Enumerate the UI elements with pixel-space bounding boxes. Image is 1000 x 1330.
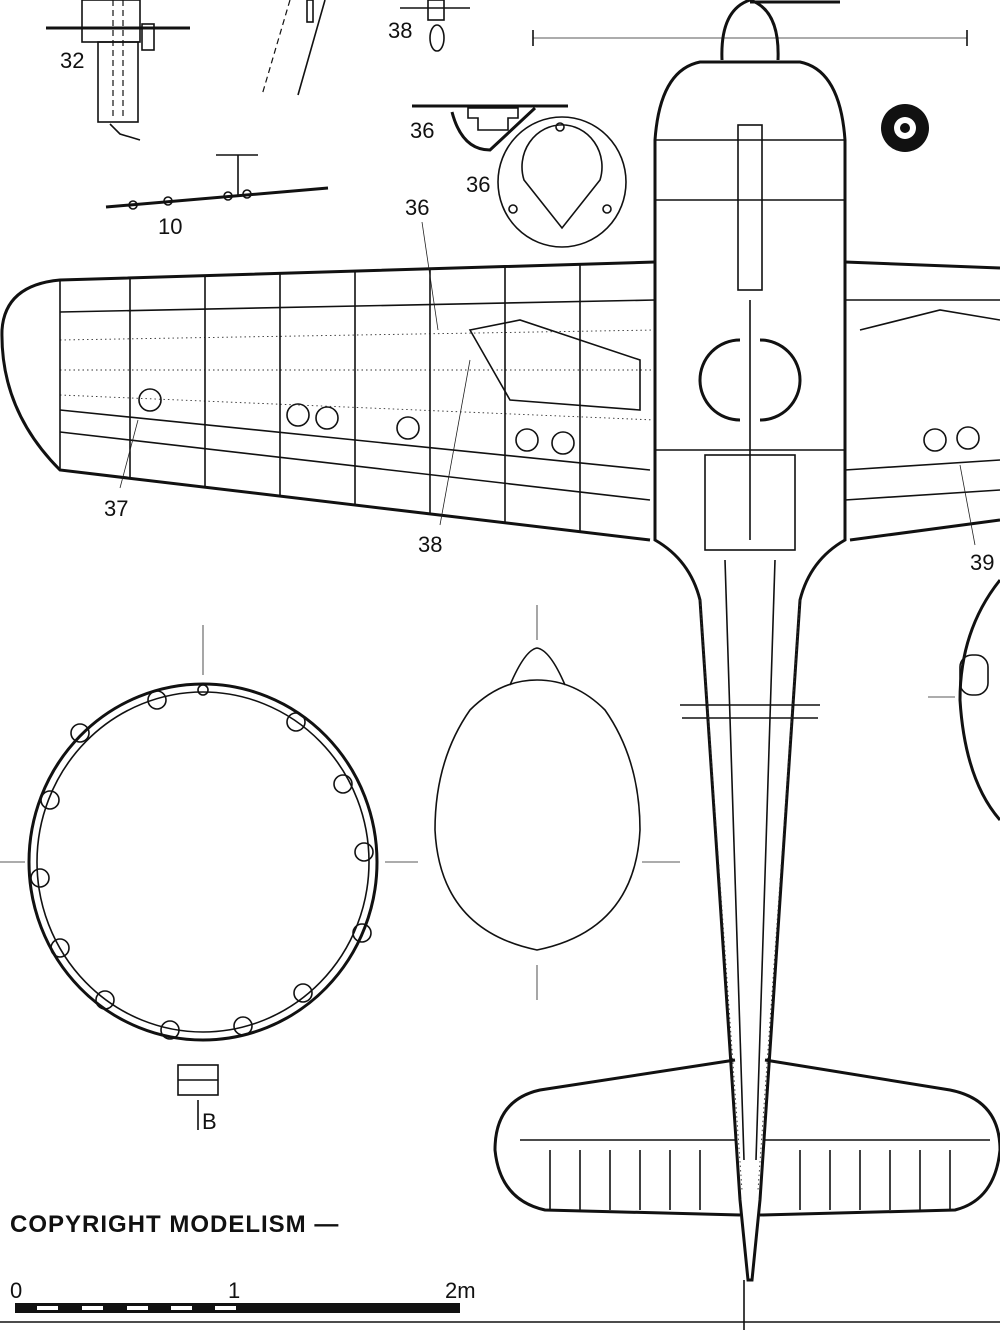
scale-label-2m: 2m	[445, 1278, 476, 1303]
detail-32-drawing	[46, 0, 190, 141]
label-section-b: B	[202, 1109, 217, 1134]
detail-26-drawing	[261, 0, 326, 96]
left-wing	[0, 260, 656, 542]
tailplanes	[493, 1058, 1000, 1330]
copyright-text: COPYRIGHT MODELISM —	[10, 1211, 339, 1238]
teardrop-section	[434, 605, 680, 1000]
callout-36: 36	[405, 195, 429, 220]
label-10: 10	[158, 214, 182, 239]
callout-38: 38	[418, 532, 442, 557]
detail-36-drawing	[412, 104, 627, 248]
label-36-b: 36	[466, 172, 490, 197]
right-wing	[844, 260, 1000, 542]
label-32: 32	[60, 48, 84, 73]
callout-37: 37	[104, 496, 128, 521]
circular-section	[0, 625, 418, 1130]
scale-label-0: 0	[10, 1278, 22, 1303]
scale-bar	[0, 1303, 1000, 1323]
callout-39: 39	[970, 550, 994, 575]
label-38-top: 38	[388, 18, 412, 43]
nut-detail	[881, 104, 929, 152]
fuselage	[653, 0, 847, 1282]
detail-10-drawing	[105, 154, 329, 210]
detail-38-drawing	[400, 0, 470, 52]
right-partial-section	[928, 579, 1000, 821]
dimension-line	[532, 0, 968, 46]
label-36-a: 36	[410, 118, 434, 143]
callout-leaders	[119, 221, 976, 546]
scale-label-1: 1	[228, 1278, 240, 1303]
